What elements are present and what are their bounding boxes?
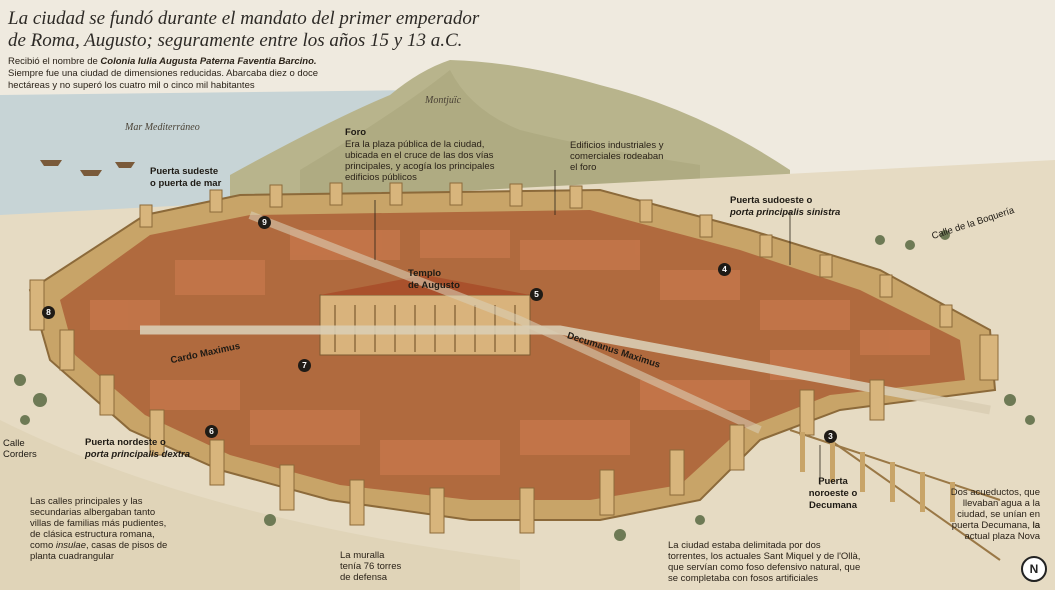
place-mar-mediterraneo: Mar Mediterráneo [125, 122, 200, 133]
templo-1: Templo [408, 268, 442, 279]
marker-7: 7 [298, 359, 311, 372]
puerta-noroeste-2: noroeste o [808, 488, 858, 499]
acueducto-note-4: puerta Decumana, la [951, 520, 1040, 531]
marker-6: 6 [205, 425, 218, 438]
marker-9: 9 [258, 216, 271, 229]
puerta-sudoeste-latin: porta principalis sinistra [730, 207, 841, 218]
foro-desc-2: ubicada en el cruce de las dos vías [345, 150, 494, 161]
puerta-noroeste-1: Puerta [818, 476, 848, 487]
puerta-sudeste-1: Puerta sudeste [150, 166, 219, 177]
acueducto-note-5: actual plaza Nova [964, 531, 1040, 542]
marker-4: 4 [718, 263, 731, 276]
puerta-sudoeste-1: Puerta sudoeste o [730, 195, 813, 206]
limit-note-3: que servían como foso defensivo natural,… [668, 562, 861, 573]
calles-note-2: secundarias albergaban tanto [30, 507, 156, 518]
puerta-noroeste-3: Decumana [808, 500, 858, 511]
marker-5: 5 [530, 288, 543, 301]
intro-prefix: Recibió el nombre de [8, 56, 101, 67]
marker-3: 3 [824, 430, 837, 443]
intro-line-3: hectáreas y no superó los cuatro mil o c… [8, 80, 255, 91]
decumanus-street [140, 325, 991, 415]
sea-area [0, 90, 420, 230]
calles-note-5: como insulae, casas de pisos de [30, 540, 167, 551]
puerta-nordeste-latin: porta principalis dextra [85, 449, 191, 460]
foro-desc-1: Era la plaza pública de la ciudad, [345, 139, 485, 150]
calles-note-insulae: insulae [55, 540, 86, 551]
puerta-nordeste-1: Puerta nordeste o [85, 437, 166, 448]
acueducto-note-1: Dos acueductos, que [950, 487, 1040, 498]
intro-colony-name: Colonia Iulia Augusta Paterna Faventia B… [100, 56, 317, 67]
marker-8: 8 [42, 306, 55, 319]
title-line-1: La ciudad se fundó durante el mandato de… [8, 8, 480, 29]
calles-note-6: planta cuadrangular [30, 551, 114, 562]
intro-line-2: Siempre fue una ciudad de dimensiones re… [8, 68, 319, 79]
calles-note-4: de clásica estructura romana, [30, 529, 155, 540]
muralla-note-2: tenía 76 torres [340, 561, 402, 572]
calles-note-1: Las calles principales y las [30, 496, 143, 507]
puerta-sudoeste-2: porta principalis sinistra [730, 207, 840, 218]
intro-line-1: Recibió el nombre de Colonia Iulia Augus… [8, 56, 317, 67]
title-line-2: de Roma, Augusto; seguramente entre los … [8, 30, 463, 51]
place-montjuic: Montjuïc [425, 95, 462, 106]
calles-note-3: villas de familias más pudientes, [30, 518, 167, 529]
acueducto-note-3: ciudad, se unían en la [957, 509, 1040, 531]
puerta-nordeste-2: porta principalis dextra [85, 449, 190, 460]
limit-note-2: torrentes, los actuales Sant Miquel y de… [668, 551, 861, 562]
calles-note-5a: como [30, 540, 56, 551]
calles-note-5c: , casas de pisos de [85, 540, 168, 551]
foro-desc-4: edificios públicos [345, 172, 417, 183]
industrial-desc-3: el foro [570, 162, 597, 173]
muralla-note-3: de defensa [340, 572, 388, 583]
foro-title: Foro [345, 127, 367, 138]
templo-2: de Augusto [408, 280, 460, 291]
industrial-desc-2: comerciales rodeaban [570, 151, 664, 162]
publisher-logo: N [1021, 556, 1047, 582]
acueducto-note-2: llevaban agua a la [962, 498, 1040, 509]
limit-note-4: se completaba con fosos artificiales [668, 573, 818, 584]
foro-desc-3: principales, y acogía los principales [345, 161, 495, 172]
puerta-sudeste-2: o puerta de mar [150, 178, 222, 189]
muralla-note-1: La muralla [340, 550, 385, 561]
cardo-street [248, 211, 762, 434]
industrial-desc-1: Edificios industriales y [570, 140, 664, 151]
limit-note-1: La ciudad estaba delimitada por dos [668, 540, 821, 551]
place-calle-corders: Calle Corders [3, 438, 37, 460]
temple-of-augustus [319, 294, 531, 356]
